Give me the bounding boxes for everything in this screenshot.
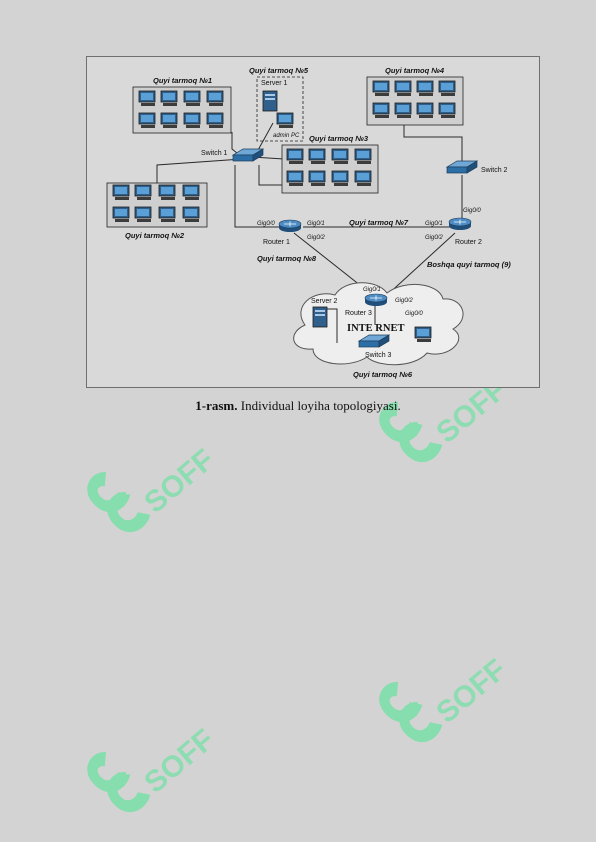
subnet-4-label: Quyi tarmoq №4	[385, 66, 445, 75]
internet-cloud	[293, 282, 464, 366]
server-2-icon	[312, 306, 328, 328]
r3-port-gig01: Gig0/1	[363, 287, 381, 293]
watermark-logo: SOFF	[78, 420, 228, 540]
r2-port-gig02: Gig0/2	[425, 235, 443, 241]
subnet-1-label: Quyi tarmoq №1	[153, 76, 212, 85]
caption-text: Individual loyiha topologiyasi.	[237, 398, 401, 413]
r2-port-gig01: Gig0/1	[425, 221, 443, 227]
switch-3-label: Switch 3	[365, 352, 392, 359]
router-3-label: Router 3	[345, 310, 372, 317]
internet-label: INTE RNET	[347, 323, 404, 334]
subnet-3-label: Quyi tarmoq №3	[309, 134, 369, 143]
r1-port-gig00: Gig0/0	[257, 221, 275, 227]
svg-text:SOFF: SOFF	[430, 653, 512, 730]
watermark-logo: SOFF	[78, 700, 228, 820]
caption-number: 1-rasm.	[195, 398, 238, 413]
router-3-icon	[364, 293, 388, 307]
r3-port-gig02: Gig0/2	[395, 298, 413, 304]
topology-diagram: Quyi tarmoq №1 Quyi tarmoq №5 Server 1 a…	[106, 66, 511, 379]
svg-text:SOFF: SOFF	[138, 443, 220, 520]
server-1-label: Server 1	[261, 80, 288, 87]
server-2-label: Server 2	[311, 298, 338, 305]
svg-text:SOFF: SOFF	[138, 723, 220, 800]
switch-2-icon	[446, 160, 478, 174]
r1-port-gig01: Gig0/1	[307, 221, 325, 227]
figure-caption: 1-rasm. Individual loyiha topologiyasi.	[0, 398, 596, 414]
pc-subnet-6-icon	[414, 326, 432, 343]
admin-pc-icon	[276, 112, 294, 129]
subnet-6-label: Quyi tarmoq №6	[353, 370, 413, 379]
r1-port-gig02: Gig0/2	[307, 235, 325, 241]
router-1-icon	[278, 219, 302, 233]
subnet-7-label: Quyi tarmoq №7	[349, 218, 409, 227]
subnet-5-label: Quyi tarmoq №5	[249, 66, 309, 75]
router-2-icon	[448, 217, 472, 231]
router-2-label: Router 2	[455, 239, 482, 246]
server-1-icon	[262, 90, 278, 112]
r3-port-gig00: Gig0/0	[405, 311, 423, 317]
subnet-9-label: Boshqa quyi tarmoq (9)	[427, 260, 511, 269]
r2-port-gig00: Gig0/0	[463, 208, 481, 214]
admin-pc-label: admin PC	[273, 133, 300, 139]
router-1-label: Router 1	[263, 239, 290, 246]
watermark-logo: SOFF	[370, 630, 520, 750]
switch-1-label: Switch 1	[201, 150, 228, 157]
switch-2-label: Switch 2	[481, 167, 508, 174]
subnet-5-group	[256, 76, 304, 142]
subnet-2-label: Quyi tarmoq №2	[125, 231, 185, 240]
network-topology-figure: Quyi tarmoq №1 Quyi tarmoq №5 Server 1 a…	[86, 56, 540, 388]
subnet-8-label: Quyi tarmoq №8	[257, 254, 317, 263]
switch-1-icon	[232, 148, 264, 162]
